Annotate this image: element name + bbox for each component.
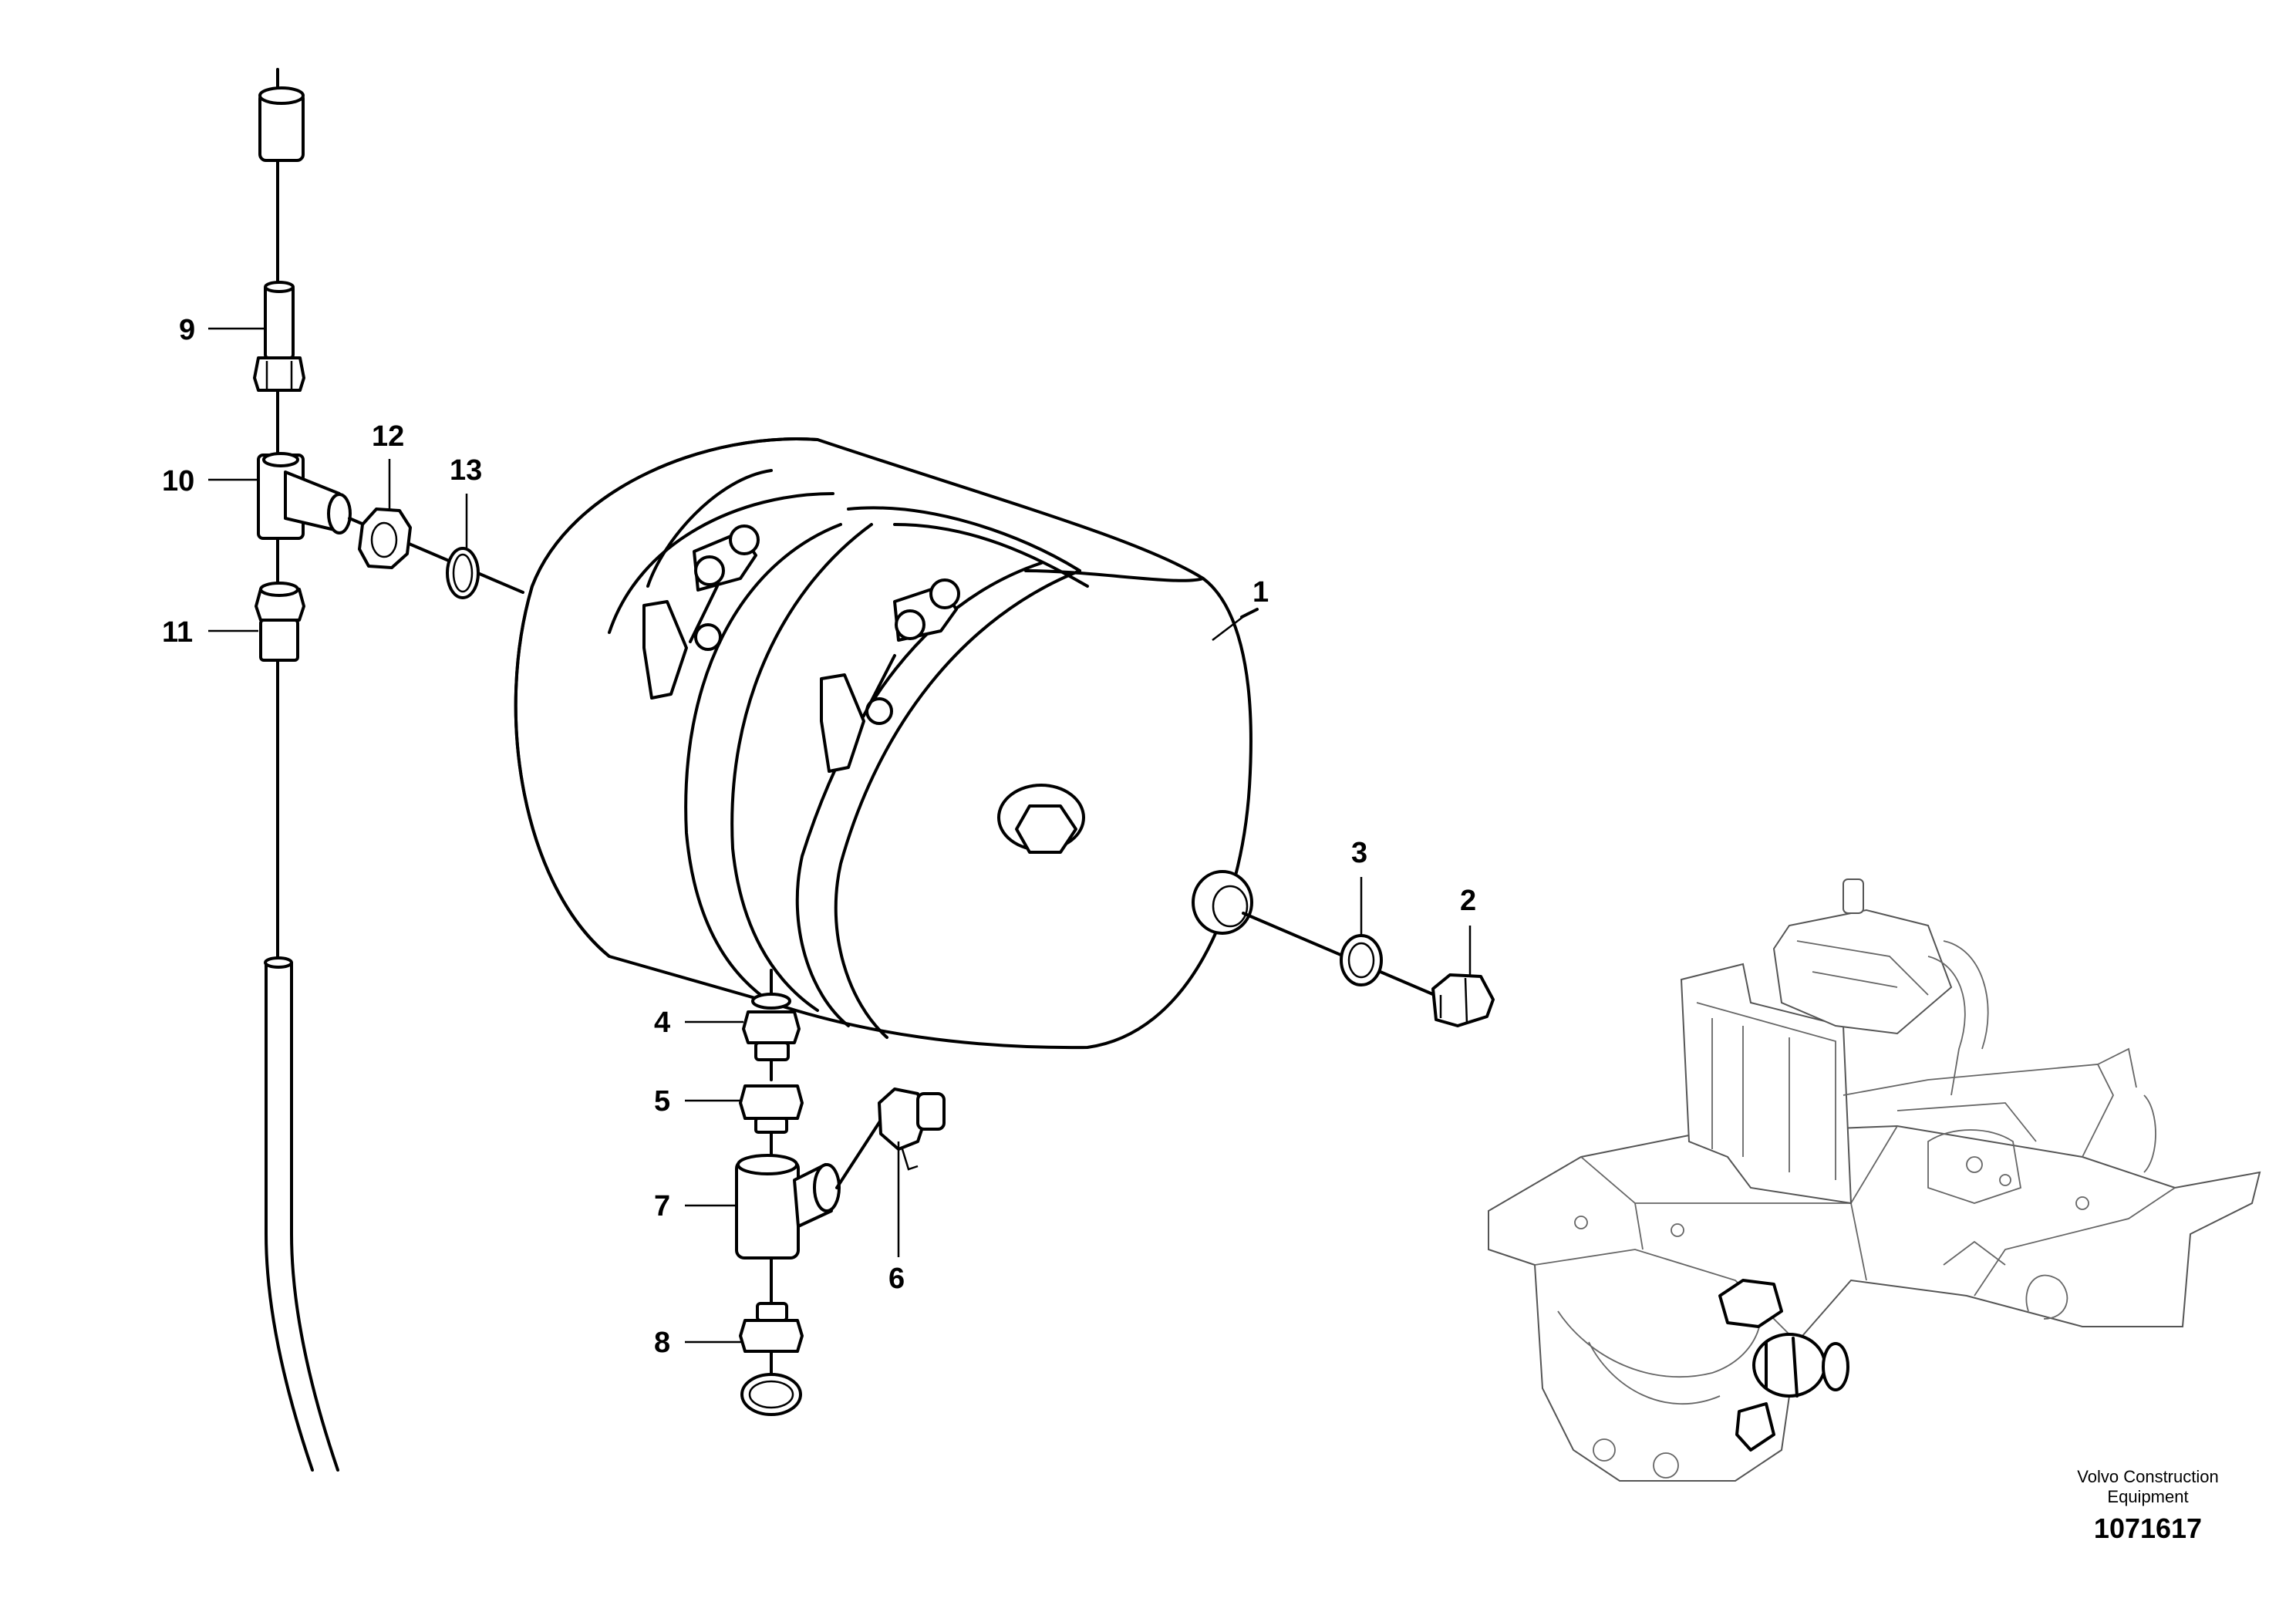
callout-6: 6	[888, 1263, 905, 1295]
hose-end-cap	[258, 86, 305, 162]
callout-2: 2	[1460, 885, 1476, 917]
tank-port	[997, 784, 1085, 854]
callout-1: 1	[1253, 576, 1269, 609]
callout-3: 3	[1351, 837, 1367, 869]
part-6-valve	[878, 1088, 946, 1171]
hose-assembly	[253, 68, 524, 1472]
document-number: 1071617	[2094, 1512, 2202, 1544]
hose	[264, 956, 339, 1472]
callout-13: 13	[450, 454, 482, 487]
callout-4: 4	[654, 1007, 670, 1039]
callout-11: 11	[162, 616, 193, 649]
callout-9: 9	[179, 314, 195, 346]
drain-plug-assembly	[1242, 912, 1495, 1027]
part-4-fitting	[742, 993, 801, 1061]
part-2-plug	[1431, 973, 1495, 1027]
publisher-credit-line1: Volvo Construction	[2077, 1467, 2218, 1486]
part-12-nut	[358, 508, 412, 569]
part-1-air-tank	[514, 437, 1253, 1050]
tank-location-highlight	[1718, 1279, 1849, 1452]
callout-numbers: 1 2 3 4 5 6 7 8 9 10 11 12 13	[162, 314, 1476, 1359]
bottom-valve-assembly	[735, 969, 946, 1416]
callout-8: 8	[654, 1327, 670, 1359]
strap-clamp-lower	[820, 578, 960, 773]
tank-drain-boss	[1192, 870, 1253, 935]
part-5-nut	[739, 1084, 804, 1134]
part-10-tee	[257, 452, 352, 540]
drawing-footer: Volvo Construction Equipment 1071617	[2077, 1467, 2218, 1544]
strap-clamp-upper	[642, 524, 760, 700]
callout-7: 7	[654, 1190, 670, 1222]
part-9-fitting	[253, 281, 305, 392]
part-8-drain-valve	[739, 1302, 804, 1416]
part-3-o-ring	[1340, 934, 1383, 986]
part-11-fitting	[255, 582, 305, 662]
part-13-o-ring	[446, 547, 480, 599]
part-7-tee	[735, 1154, 841, 1259]
machine-location-overview	[1488, 878, 2261, 1482]
callout-leaders	[208, 327, 1472, 1344]
callout-12: 12	[372, 420, 404, 453]
publisher-credit-line2: Equipment	[2107, 1487, 2188, 1506]
callout-10: 10	[162, 465, 194, 497]
callout-5: 5	[654, 1085, 670, 1118]
